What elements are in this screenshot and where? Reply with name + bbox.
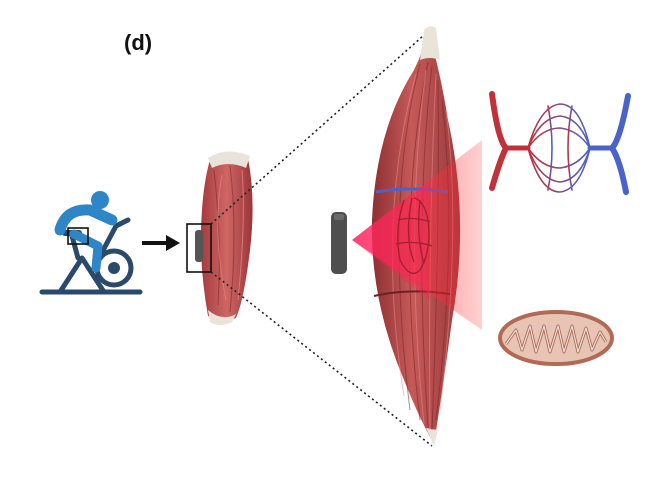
exercise-bike-cyclist-icon (39, 191, 143, 295)
thigh-muscle-icon (200, 151, 253, 325)
right-arrow-icon (142, 235, 180, 251)
capillary-bed-icon (489, 91, 631, 195)
mitochondrion-icon (498, 310, 614, 366)
wearable-sensor-icon (195, 230, 203, 262)
zoom-lines (210, 27, 433, 447)
thigh-selection-box (186, 223, 212, 273)
sensor-cap (334, 214, 344, 220)
muscle-sensor-icon (331, 212, 347, 274)
panel-label: (d) (124, 30, 153, 55)
muscle-capillary-network (395, 197, 433, 274)
